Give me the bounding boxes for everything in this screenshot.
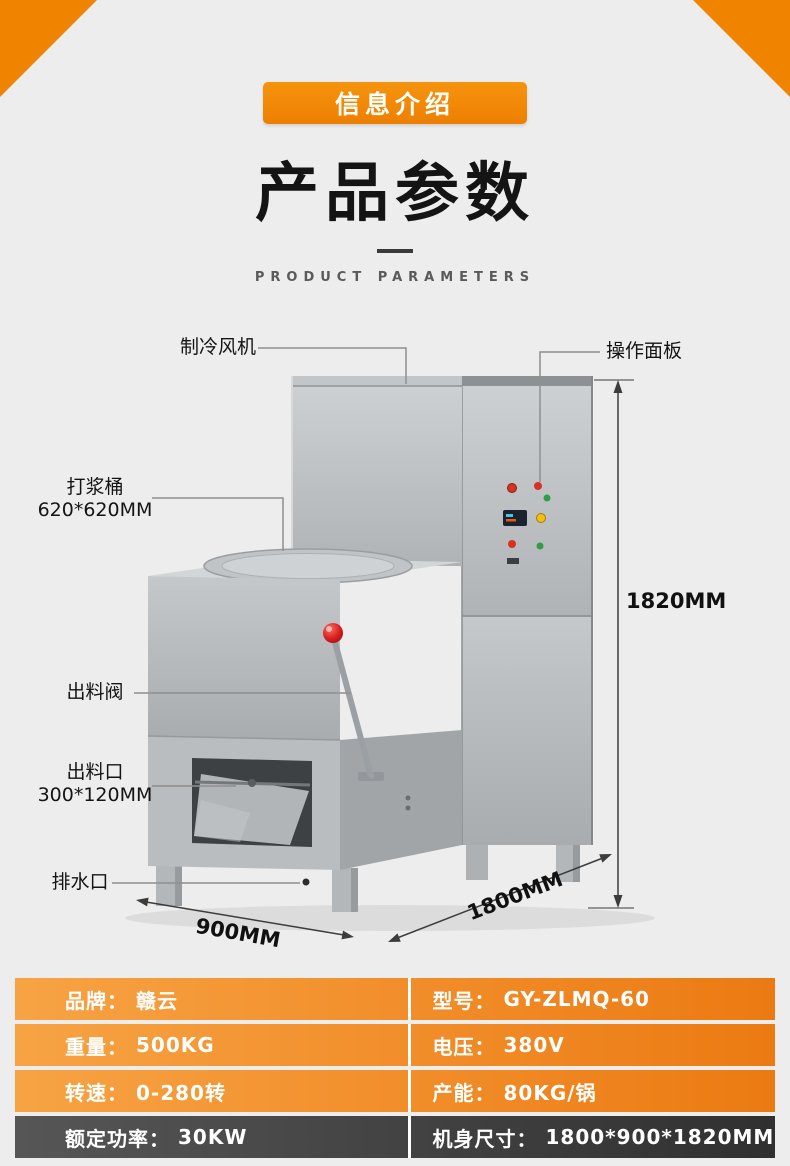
callout-discharge-valve: 出料阀 (53, 681, 137, 704)
spec-label: 机身尺寸： (432, 1126, 538, 1151)
spec-cell-speed: 转速： 0-280转 (15, 1070, 408, 1112)
dimension-lines (136, 379, 634, 942)
page-subtitle: PRODUCT PARAMETERS (254, 270, 536, 285)
callout-discharge-outlet: 出料口 300*120MM (25, 761, 165, 807)
info-ribbon-label: 信息介绍 (334, 90, 455, 119)
spec-value: 80KG/锅 (503, 1080, 597, 1105)
spec-row-brand-model: 品牌： 赣云 型号： GY-ZLMQ-60 (15, 978, 775, 1020)
title-dash (377, 249, 413, 253)
spec-label: 电压： (432, 1034, 496, 1059)
callout-operation-panel: 操作面板 (606, 340, 716, 363)
spec-value: 30KW (178, 1125, 248, 1149)
callout-discharge-outlet-size: 300*120MM (37, 784, 153, 806)
callout-operation-panel-text: 操作面板 (606, 340, 683, 362)
spec-cell-weight: 重量： 500KG (15, 1024, 408, 1066)
corner-triangle-right (693, 0, 790, 97)
callout-cooling-fan-text: 制冷风机 (179, 336, 256, 358)
drain-port-dot (302, 878, 310, 886)
spec-value: 赣云 (136, 988, 178, 1013)
spec-table: 品牌： 赣云 型号： GY-ZLMQ-60 重量： 500KG 电压： 380V… (15, 978, 775, 1162)
callout-pulping-barrel: 打浆桶 620*620MM (25, 476, 165, 522)
spec-label: 产能： (432, 1080, 496, 1105)
callout-cooling-fan: 制冷风机 (150, 336, 256, 359)
spec-value: 500KG (136, 1033, 215, 1057)
spec-cell-brand: 品牌： 赣云 (15, 978, 408, 1020)
callout-discharge-outlet-name: 出料口 (66, 761, 124, 783)
spec-value: GY-ZLMQ-60 (503, 987, 650, 1011)
spec-label: 型号： (432, 988, 496, 1013)
spec-label: 额定功率： (65, 1126, 170, 1151)
spec-value: 1800*900*1820MM (545, 1125, 775, 1149)
spec-label: 重量： (65, 1034, 128, 1059)
spec-label: 品牌： (65, 988, 128, 1013)
spec-cell-power: 额定功率： 30KW (15, 1116, 408, 1158)
machine-diagram (112, 347, 655, 942)
spec-cell-model: 型号： GY-ZLMQ-60 (407, 978, 776, 1020)
callout-drain-outlet-text: 排水口 (51, 871, 109, 893)
spec-row-speed-capacity: 转速： 0-280转 产能： 80KG/锅 (15, 1070, 775, 1112)
callout-pulping-barrel-size: 620*620MM (37, 499, 153, 521)
callout-discharge-valve-text: 出料阀 (66, 681, 124, 703)
spec-label: 转速： (65, 1080, 128, 1105)
callout-lines (112, 347, 600, 884)
spec-value: 380V (503, 1033, 565, 1057)
spec-cell-body-size: 机身尺寸： 1800*900*1820MM (407, 1116, 776, 1158)
spec-cell-voltage: 电压： 380V (407, 1024, 776, 1066)
spec-cell-capacity: 产能： 80KG/锅 (407, 1070, 776, 1112)
corner-triangle-left (0, 0, 97, 97)
spec-row-weight-voltage: 重量： 500KG 电压： 380V (15, 1024, 775, 1066)
callout-pulping-barrel-name: 打浆桶 (66, 476, 124, 498)
info-ribbon: 信息介绍 (263, 82, 527, 124)
spec-row-power-size: 额定功率： 30KW 机身尺寸： 1800*900*1820MM (15, 1116, 775, 1158)
page-title: 产品参数 (255, 157, 535, 231)
spec-value: 0-280转 (136, 1080, 226, 1105)
control-panel (503, 482, 551, 564)
discharge-valve-lever (323, 623, 384, 781)
callout-drain-outlet: 排水口 (42, 871, 118, 894)
machine-illustration (125, 376, 655, 931)
dimension-height-label: 1820MM (626, 589, 727, 613)
